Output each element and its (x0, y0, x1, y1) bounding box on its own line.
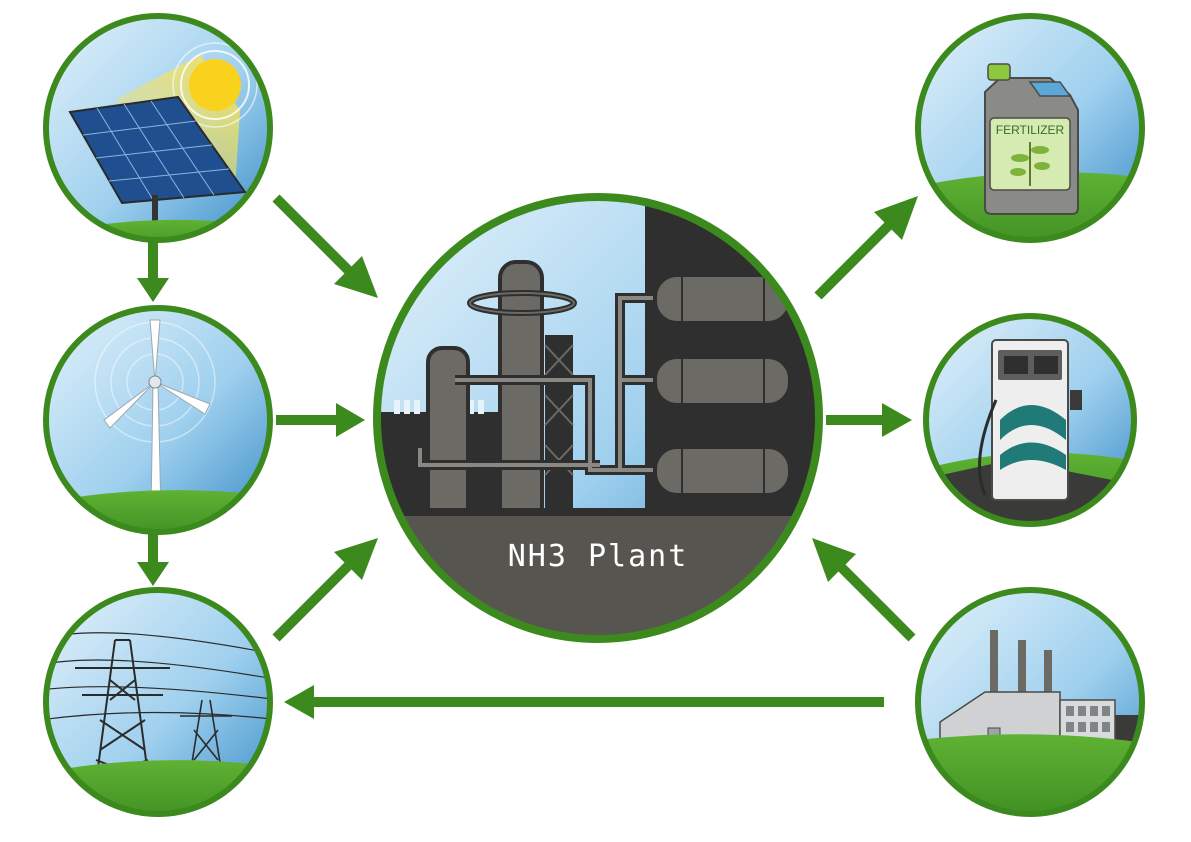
fertilizer-jug-icon: FERTILIZER (915, 13, 1145, 243)
arrow-solar-to-wind (137, 240, 169, 302)
plant-label: NH3 Plant (508, 539, 689, 574)
arrow-plant-to-fuel (826, 403, 912, 437)
factory-icon (915, 587, 1145, 817)
fertilizer-label: FERTILIZER (996, 123, 1065, 137)
arrow-wind-to-plant (276, 403, 365, 437)
arrow-factory-to-grid (284, 685, 884, 719)
arrow-wind-to-grid (137, 530, 169, 586)
power-lines-icon (43, 587, 273, 817)
flow-arrows (137, 194, 918, 719)
wind-turbine-icon (43, 305, 273, 535)
arrow-factory-to-plant (812, 538, 916, 642)
solar-panel-icon (43, 13, 273, 243)
arrow-plant-to-fertilizer (814, 196, 918, 300)
arrow-solar-to-plant (272, 194, 378, 298)
nh3-plant-icon: NH3 Plant (373, 193, 823, 643)
arrow-grid-to-plant (272, 538, 378, 642)
fuel-pump-icon (923, 313, 1137, 527)
